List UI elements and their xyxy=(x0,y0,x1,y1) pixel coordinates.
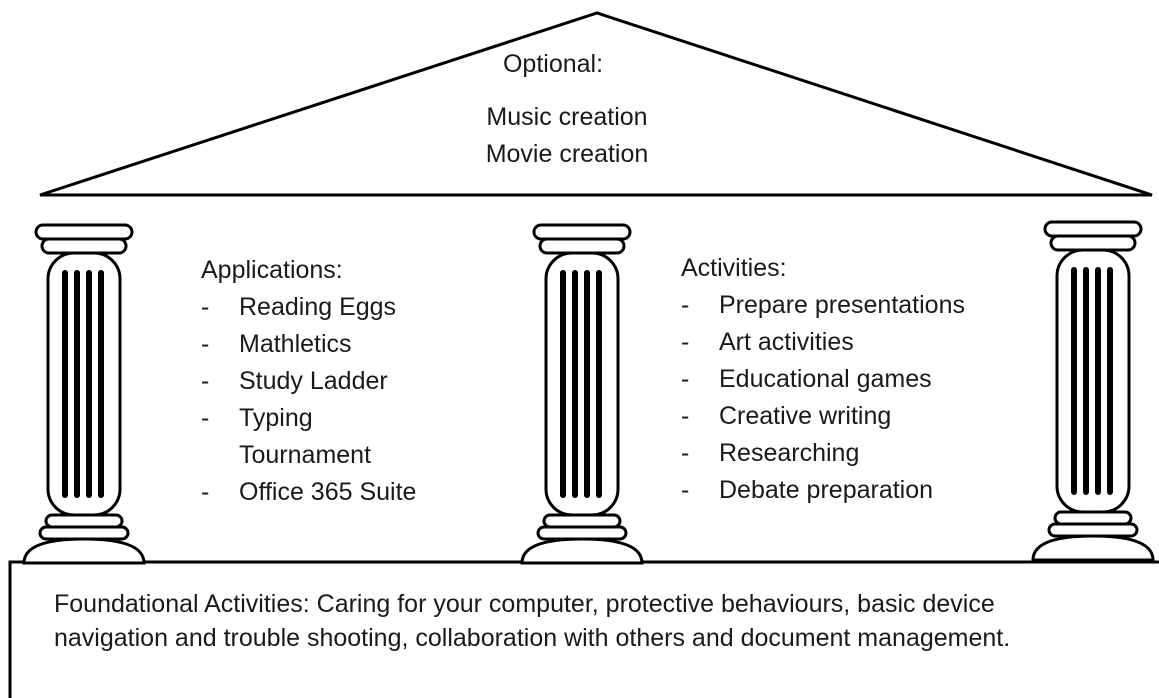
list-item: - Creative writing xyxy=(681,398,965,435)
application-label: Reading Eggs xyxy=(239,293,397,321)
activity-label: Researching xyxy=(719,439,860,467)
application-label: Mathletics xyxy=(239,330,352,358)
application-label: Office 365 Suite xyxy=(239,478,417,506)
list-item: - Prepare presentations xyxy=(681,287,965,324)
bullet-dash: - xyxy=(201,293,210,321)
application-label: Study Ladder xyxy=(239,367,388,395)
roof-heading: Optional: xyxy=(502,50,604,78)
activity-label: Educational games xyxy=(719,365,932,393)
bullet-dash: - xyxy=(681,402,690,430)
activity-label: Art activities xyxy=(719,328,854,356)
applications-panel: Applications: - Reading Eggs - Mathletic… xyxy=(201,252,416,511)
activities-list: - Prepare presentations - Art activities… xyxy=(681,287,965,509)
bullet-dash: - xyxy=(681,291,690,319)
bullet-dash: - xyxy=(681,365,690,393)
applications-list: - Reading Eggs - Mathletics - Study Ladd… xyxy=(201,289,416,511)
bullet-dash: - xyxy=(681,439,690,467)
list-item: - Reading Eggs xyxy=(201,289,416,326)
pillar-center xyxy=(520,223,644,565)
applications-heading: Applications: xyxy=(201,256,343,284)
activities-panel: Activities: - Prepare presentations - Ar… xyxy=(681,250,965,509)
application-label: Typing Tournament xyxy=(239,404,372,469)
list-item: - Study Ladder xyxy=(201,363,416,400)
foundation-text: Foundational Activities: Caring for your… xyxy=(54,590,1011,652)
pillar-left xyxy=(22,223,146,565)
list-item: - Typing Tournament xyxy=(201,400,399,474)
bullet-dash: - xyxy=(201,367,210,395)
roof-item-movie: Movie creation xyxy=(485,140,649,168)
list-item: - Educational games xyxy=(681,361,965,398)
pillar-right xyxy=(1031,220,1155,562)
list-item: - Debate preparation xyxy=(681,472,965,509)
activity-label: Creative writing xyxy=(719,402,892,430)
activity-label: Debate preparation xyxy=(719,476,934,504)
bullet-dash: - xyxy=(681,328,690,356)
roof-item-music: Music creation xyxy=(486,103,648,131)
roof-triangle xyxy=(39,11,1153,197)
activities-heading: Activities: xyxy=(681,254,787,282)
bullet-dash: - xyxy=(201,478,210,506)
bullet-dash: - xyxy=(201,330,210,358)
bullet-dash: - xyxy=(201,404,210,432)
activity-label: Prepare presentations xyxy=(719,291,965,319)
list-item: - Art activities xyxy=(681,324,965,361)
list-item: - Researching xyxy=(681,435,965,472)
list-item: - Office 365 Suite xyxy=(201,474,416,511)
list-item: - Mathletics xyxy=(201,326,416,363)
bullet-dash: - xyxy=(681,476,690,504)
